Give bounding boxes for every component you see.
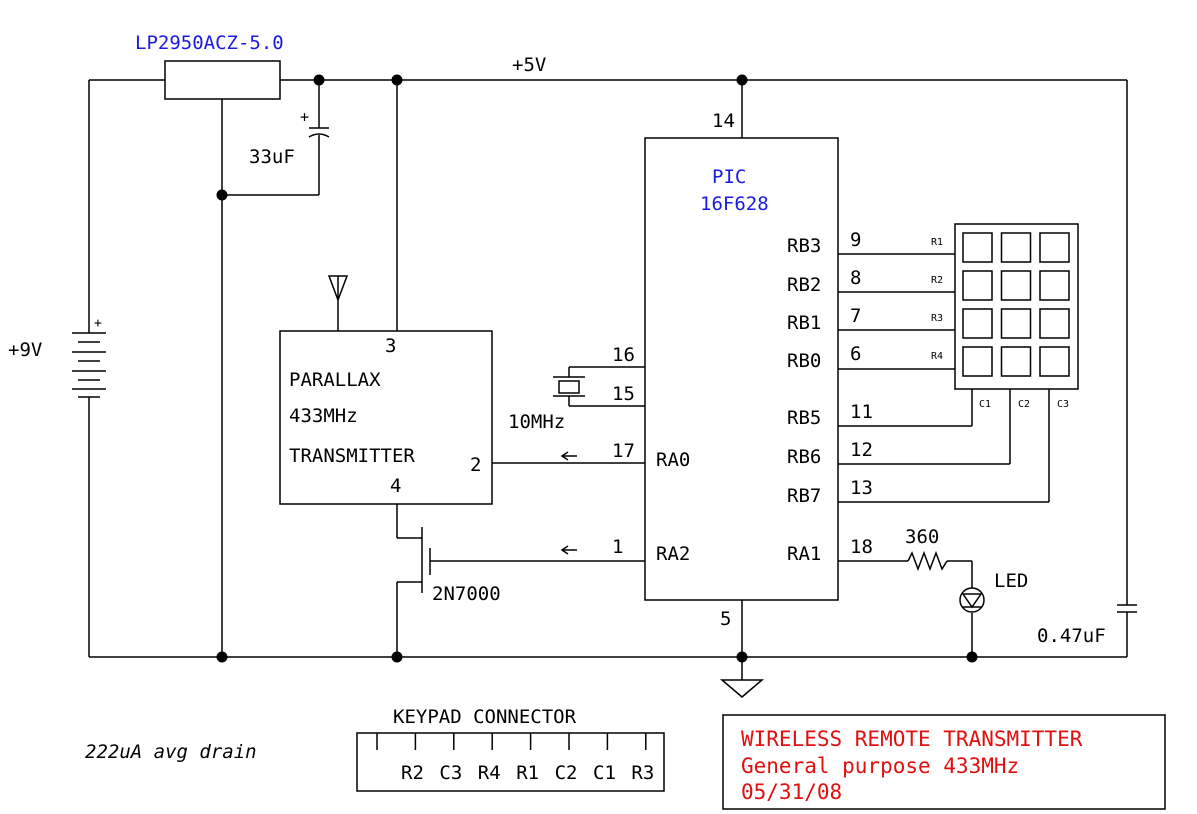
connector-pins: R2 C3 R4 R1 C2 C1 R3 xyxy=(376,733,654,784)
pin-number-ra2: 1 xyxy=(612,536,623,558)
pin-number-osc2: 15 xyxy=(612,383,635,405)
connector-pin-label: R1 xyxy=(516,762,539,784)
title-line1: WIRELESS REMOTE TRANSMITTER xyxy=(741,727,1083,751)
transmitter-pin-gnd: 4 xyxy=(390,475,401,497)
wires xyxy=(88,79,1128,680)
pin-name-rb2: RB2 xyxy=(787,274,821,296)
pin-name-ra1: RA1 xyxy=(787,543,821,565)
resistor: 360 xyxy=(905,526,948,572)
connector-pin-label: C3 xyxy=(439,762,462,784)
transmitter-name-line1: PARALLAX xyxy=(289,369,381,391)
title-block: WIRELESS REMOTE TRANSMITTER General purp… xyxy=(722,714,1166,810)
led: LED xyxy=(959,570,1028,613)
keypad-row-label: R3 xyxy=(931,313,943,324)
keypad-key xyxy=(1039,346,1070,377)
pin-number-rb2: 8 xyxy=(850,267,861,289)
pin-name-rb3: RB3 xyxy=(787,235,821,257)
transmitter-name-line2: 433MHz xyxy=(289,405,358,427)
pin-number-rb5: 11 xyxy=(850,401,873,423)
pin-number-rb7: 13 xyxy=(850,477,873,499)
pin-number-ra1: 18 xyxy=(850,536,873,558)
capacitor-plus-sign: + xyxy=(300,108,309,126)
capacitor-bypass: 0.47uF xyxy=(1037,604,1137,647)
pin-name-rb0: RB0 xyxy=(787,350,821,372)
keypad-key xyxy=(1039,270,1070,301)
pin-name-rb7: RB7 xyxy=(787,485,821,507)
mosfet-label: 2N7000 xyxy=(432,583,501,605)
battery: + +9V xyxy=(8,316,106,398)
pin-number-rb0: 6 xyxy=(850,343,861,365)
connector-pin-label: R2 xyxy=(401,762,424,784)
pic-name-line1: PIC xyxy=(712,166,746,188)
title-line2: General purpose 433MHz xyxy=(741,754,1019,778)
crystal-label: 10MHz xyxy=(508,411,565,433)
junctions xyxy=(216,74,978,663)
pin-name-rb6: RB6 xyxy=(787,446,821,468)
keypad-key xyxy=(962,232,993,263)
transmitter-pin-vcc: 3 xyxy=(385,335,396,357)
keypad-key xyxy=(962,346,993,377)
keypad-key xyxy=(1039,308,1070,339)
keypad-key xyxy=(1039,232,1070,263)
title-line3: 05/31/08 xyxy=(741,780,842,804)
voltage-regulator: LP2950ACZ-5.0 xyxy=(135,32,284,100)
keypad-key xyxy=(962,270,993,301)
pin-number-rb1: 7 xyxy=(850,305,861,327)
capacitor-bulk: + 33uF xyxy=(249,108,330,168)
keypad-key xyxy=(1000,308,1032,339)
pin-name-ra2: RA2 xyxy=(656,543,690,565)
pin-number-osc1: 16 xyxy=(612,344,635,366)
pin-number-vdd: 14 xyxy=(712,110,735,132)
mosfet: 2N7000 xyxy=(421,527,501,605)
drain-note: 222uA avg drain xyxy=(85,741,257,763)
connector-pin-label: R3 xyxy=(631,762,654,784)
keypad-key xyxy=(1000,346,1032,377)
pin-number-rb6: 12 xyxy=(850,439,873,461)
battery-plus-sign: + xyxy=(94,316,102,331)
ground-icon xyxy=(719,679,765,698)
transmitter-module: 3 PARALLAX 433MHz TRANSMITTER 2 4 xyxy=(279,275,493,505)
keypad-row-label: R2 xyxy=(931,275,943,286)
keypad-row-label: R4 xyxy=(931,351,943,362)
rail-label: +5V xyxy=(512,54,546,76)
connector-pin-label: C2 xyxy=(555,762,578,784)
keypad-row-label: R1 xyxy=(931,237,943,248)
pin-number-ra0: 17 xyxy=(612,440,635,462)
capacitor-bulk-label: 33uF xyxy=(249,146,295,168)
connector-pin-label: C1 xyxy=(593,762,616,784)
led-label: LED xyxy=(994,570,1028,592)
keypad-col-label: C3 xyxy=(1057,399,1069,410)
pin-name-ra0: RA0 xyxy=(656,449,690,471)
transmitter-pin-data: 2 xyxy=(470,454,481,476)
keypad-keys xyxy=(962,232,1070,377)
pic-name-line2: 16F628 xyxy=(700,193,769,215)
connector-title: KEYPAD CONNECTOR xyxy=(393,706,577,728)
keypad-col-label: C2 xyxy=(1018,399,1030,410)
pic-microcontroller: PIC 16F628 14 5 16 15 17 1 18 9 8 7 6 11… xyxy=(560,110,873,630)
keypad-key xyxy=(1000,232,1032,263)
pin-name-rb5: RB5 xyxy=(787,407,821,429)
crystal: 10MHz xyxy=(508,376,585,433)
pin-number-vss: 5 xyxy=(720,608,731,630)
capacitor-bypass-label: 0.47uF xyxy=(1037,625,1106,647)
connector-pin-label: R4 xyxy=(478,762,501,784)
signal-arrow-ra0 xyxy=(560,451,577,461)
keypad-key xyxy=(962,308,993,339)
keypad-col-label: C1 xyxy=(979,399,991,410)
transmitter-name-line3: TRANSMITTER xyxy=(289,445,415,467)
regulator-label: LP2950ACZ-5.0 xyxy=(135,32,284,54)
pin-name-rb1: RB1 xyxy=(787,312,821,334)
pin-number-rb3: 9 xyxy=(850,229,861,251)
signal-arrow-ra2 xyxy=(560,545,577,555)
keypad: R1 R2 R3 R4 C1 C2 C3 xyxy=(931,223,1079,410)
keypad-connector: KEYPAD CONNECTOR R2 C3 R4 R1 C2 C1 R3 xyxy=(356,706,665,792)
battery-label: +9V xyxy=(8,339,42,361)
keypad-key xyxy=(1000,270,1032,301)
resistor-label: 360 xyxy=(905,526,939,548)
